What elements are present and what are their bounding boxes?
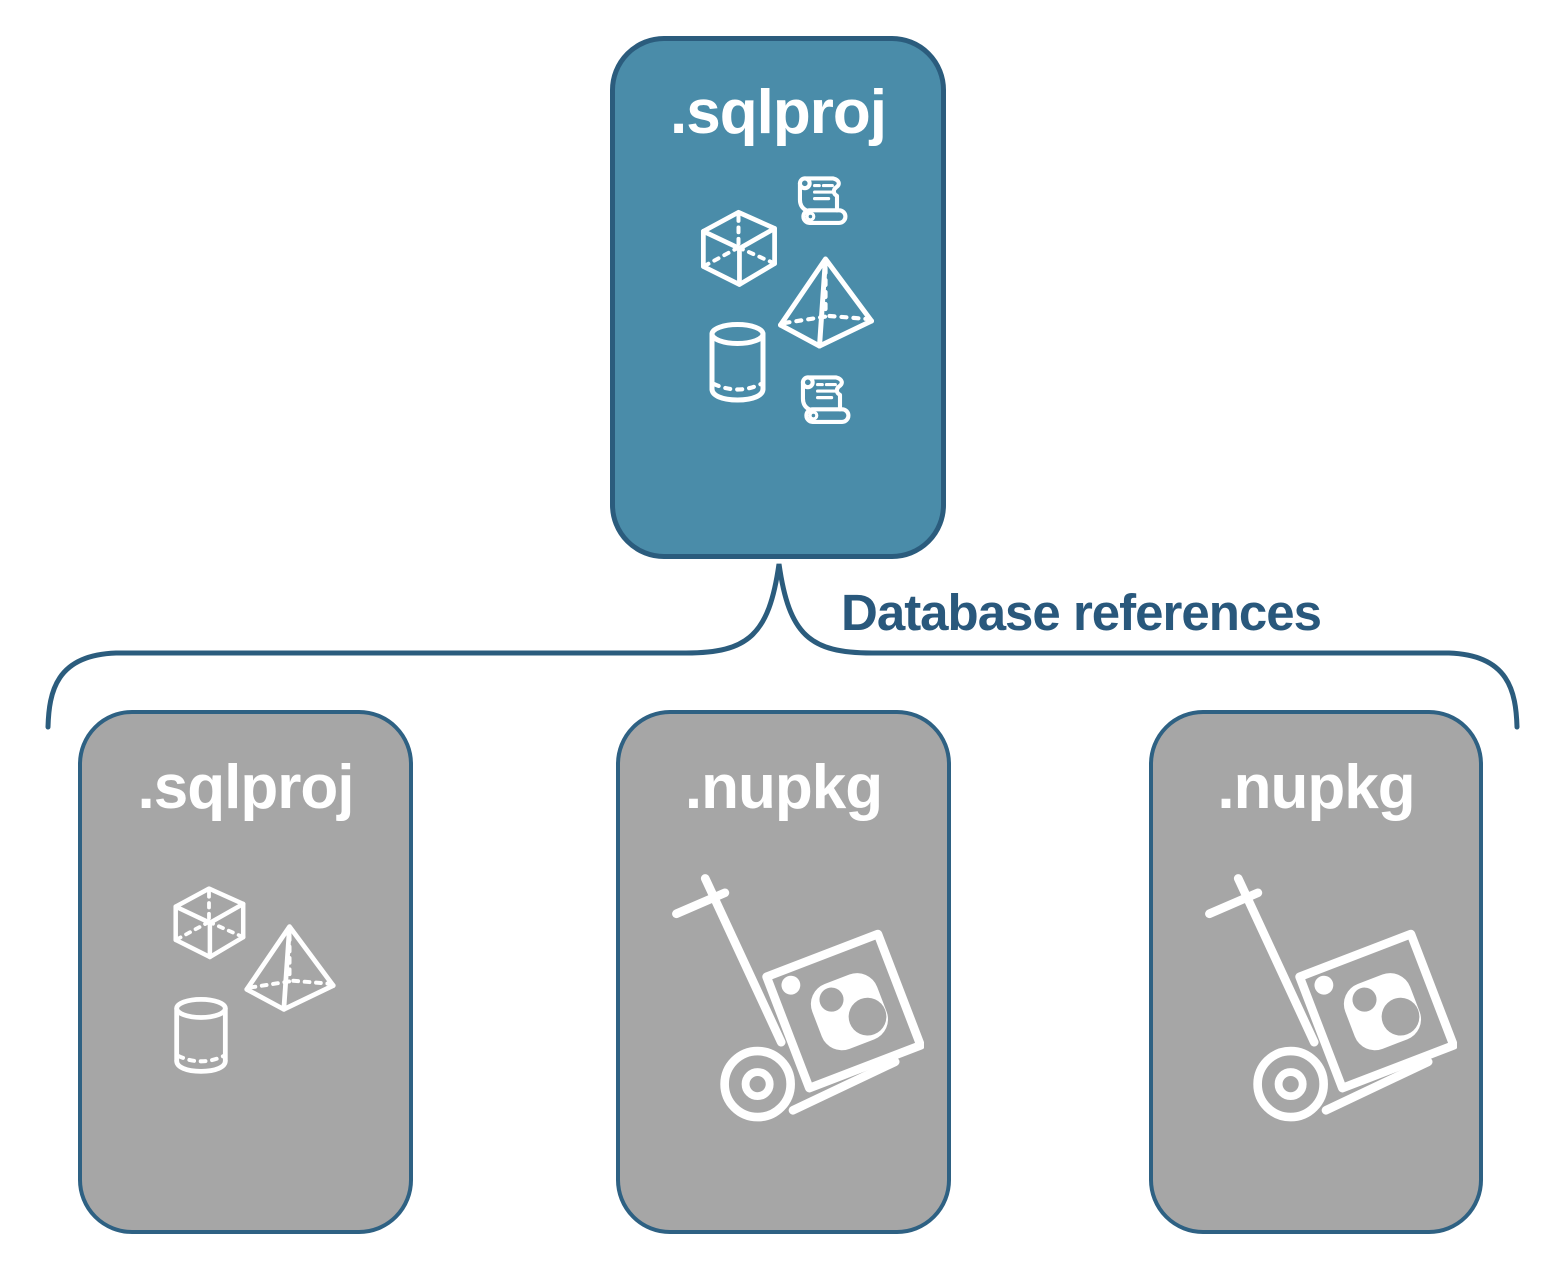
child-box-nupkg-1: .nupkg [616, 710, 951, 1234]
root-box-title: .sqlproj [670, 78, 887, 147]
pyramid-icon [771, 252, 881, 352]
child-box-title: .nupkg [1217, 753, 1415, 822]
child-box-title: .nupkg [684, 753, 883, 822]
pyramid-icon [238, 920, 342, 1015]
child-box-nupkg-2: .nupkg [1149, 710, 1483, 1234]
connector-label: Database references [841, 584, 1322, 641]
nuget-handtruck-icon [1195, 862, 1457, 1128]
script-scroll-icon [795, 174, 851, 227]
child-box-title: .sqlproj [137, 753, 355, 822]
nuget-handtruck-icon [662, 862, 924, 1128]
cylinder-icon [168, 996, 234, 1078]
root-box-sqlproj: .sqlproj [610, 36, 946, 559]
child-box-sqlproj: .sqlproj [78, 710, 413, 1234]
cylinder-icon [704, 321, 771, 407]
script-scroll-icon [798, 373, 854, 426]
